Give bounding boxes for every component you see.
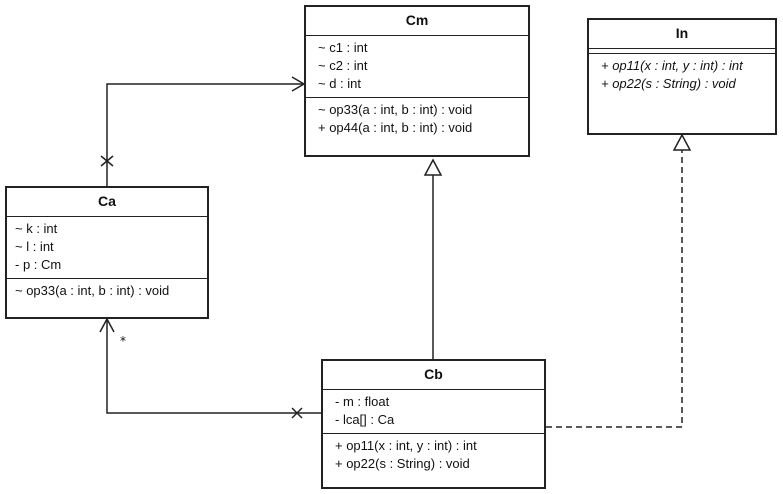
operations-section: + op11(x : int, y : int) : int + op22(s … bbox=[323, 433, 544, 477]
class-name: Ca bbox=[98, 193, 116, 209]
operations-section: ~ op33(a : int, b : int) : void bbox=[7, 278, 207, 304]
operation: + op11(x : int, y : int) : int bbox=[335, 438, 477, 453]
generalization-cb-cm bbox=[423, 158, 443, 359]
attribute: ~ l : int bbox=[15, 239, 54, 254]
operations-section: ~ op33(a : int, b : int) : void + op44(a… bbox=[306, 97, 528, 141]
class-name: In bbox=[675, 25, 689, 41]
attributes-section: ~ c1 : int ~ c2 : int ~ d : int bbox=[306, 35, 528, 97]
operation: + op22(s : String) : void bbox=[335, 456, 470, 471]
attributes-section: - m : float - lca[] : Ca bbox=[323, 389, 544, 433]
operation: + op44(a : int, b : int) : void bbox=[318, 120, 473, 135]
attribute: ~ k : int bbox=[15, 221, 58, 236]
attribute: - m : float bbox=[335, 394, 390, 409]
attribute: ~ c1 : int bbox=[318, 40, 368, 55]
attribute: - lca[] : Ca bbox=[335, 412, 395, 427]
attributes-section bbox=[589, 48, 775, 53]
attribute: ~ d : int bbox=[318, 76, 361, 91]
class-cm[interactable]: Cm ~ c1 : int ~ c2 : int ~ d : int ~ op3… bbox=[304, 5, 530, 157]
association-ca-cm bbox=[100, 76, 306, 186]
operation: + op11(x : int, y : int) : int bbox=[601, 58, 743, 73]
interface-in[interactable]: In + op11(x : int, y : int) : int + op22… bbox=[587, 18, 777, 135]
operation: ~ op33(a : int, b : int) : void bbox=[318, 102, 473, 117]
attributes-section: ~ k : int ~ l : int - p : Cm bbox=[7, 216, 207, 278]
attribute: - p : Cm bbox=[15, 257, 62, 272]
operations-section: + op11(x : int, y : int) : int + op22(s … bbox=[589, 53, 775, 97]
multiplicity-label: * bbox=[120, 334, 126, 348]
operation: ~ op33(a : int, b : int) : void bbox=[15, 283, 170, 298]
class-name: Cb bbox=[424, 366, 443, 382]
attribute: ~ c2 : int bbox=[318, 58, 368, 73]
class-ca[interactable]: Ca ~ k : int ~ l : int - p : Cm ~ op33(a… bbox=[5, 186, 209, 319]
operation: + op22(s : String) : void bbox=[601, 76, 736, 91]
realization-cb-in bbox=[546, 133, 692, 428]
association-cb-ca bbox=[99, 317, 321, 419]
class-cb[interactable]: Cb - m : float - lca[] : Ca + op11(x : i… bbox=[321, 359, 546, 489]
class-name: Cm bbox=[405, 12, 429, 28]
